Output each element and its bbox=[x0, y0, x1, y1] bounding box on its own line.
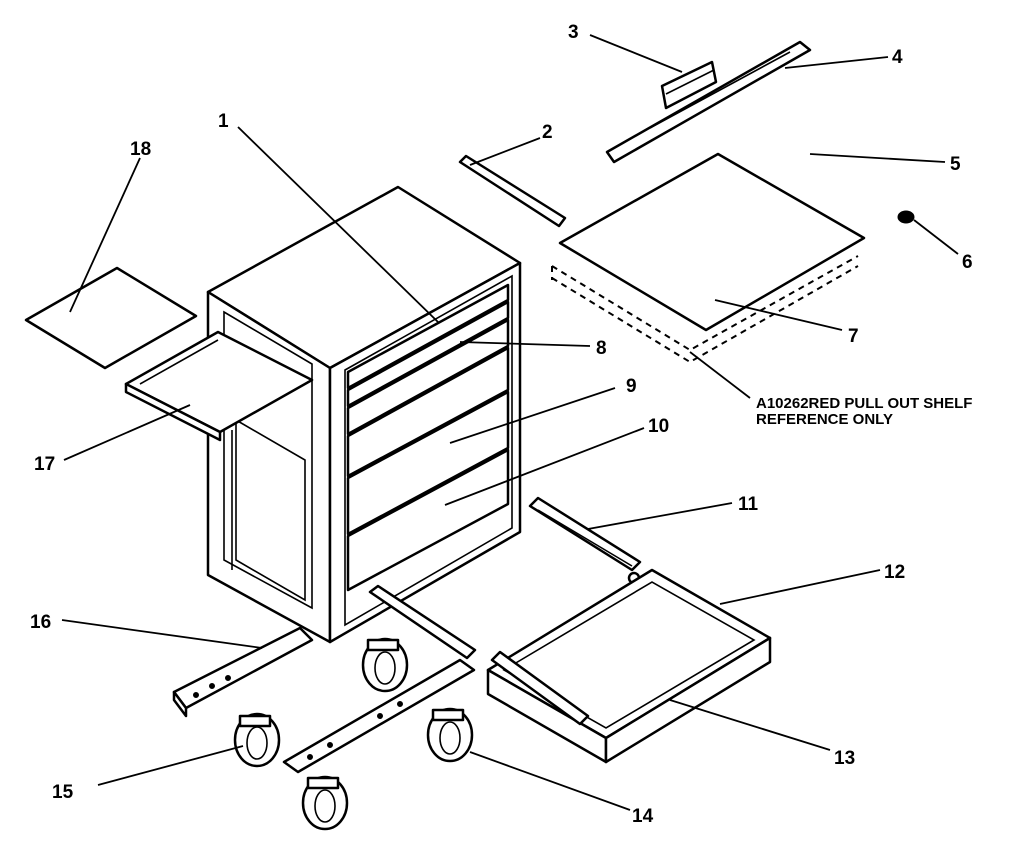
part-11-drawer-slide bbox=[528, 496, 642, 585]
callout-3: 3 bbox=[568, 22, 579, 43]
part-13-slide bbox=[490, 650, 590, 726]
callout-numbers: 1 2 3 4 5 6 7 8 9 10 11 12 13 14 15 16 1… bbox=[30, 22, 973, 827]
callout-18: 18 bbox=[130, 139, 151, 160]
reference-note: A10262RED PULL OUT SHELF REFERENCE ONLY bbox=[756, 395, 972, 428]
caster-rear bbox=[361, 637, 409, 693]
caster-14 bbox=[426, 707, 474, 763]
note-line-2: REFERENCE ONLY bbox=[756, 411, 893, 428]
leader-lines bbox=[61, 34, 959, 811]
callout-4: 4 bbox=[892, 47, 903, 68]
part-16-caster-bracket bbox=[172, 626, 314, 718]
callout-11: 11 bbox=[738, 494, 759, 515]
part-7-pull-out-shelf bbox=[551, 152, 866, 364]
part-2-rail bbox=[458, 154, 567, 228]
callout-16: 16 bbox=[30, 612, 51, 633]
callout-7: 7 bbox=[848, 326, 859, 347]
part-3-bracket bbox=[660, 60, 718, 110]
callout-14: 14 bbox=[632, 806, 654, 827]
callout-17: 17 bbox=[34, 454, 55, 475]
part-18-top-mat bbox=[24, 266, 198, 370]
callout-12: 12 bbox=[884, 562, 905, 583]
part-12-drawer bbox=[486, 568, 772, 764]
bottom-rail bbox=[282, 584, 477, 774]
part-6-knob bbox=[897, 210, 915, 224]
callout-5: 5 bbox=[950, 154, 961, 175]
callout-15: 15 bbox=[52, 782, 74, 803]
callout-8: 8 bbox=[596, 338, 607, 359]
callout-13: 13 bbox=[834, 748, 855, 769]
caster-front bbox=[301, 775, 349, 831]
callout-2: 2 bbox=[542, 122, 553, 143]
part-4-slide bbox=[605, 40, 812, 164]
cabinet-drawers bbox=[346, 283, 510, 592]
callout-10: 10 bbox=[648, 416, 669, 437]
callout-6: 6 bbox=[962, 252, 973, 273]
caster-15 bbox=[233, 712, 281, 768]
note-line-1: A10262RED PULL OUT SHELF bbox=[756, 395, 972, 412]
callout-1: 1 bbox=[218, 111, 229, 132]
callout-9: 9 bbox=[626, 376, 637, 397]
